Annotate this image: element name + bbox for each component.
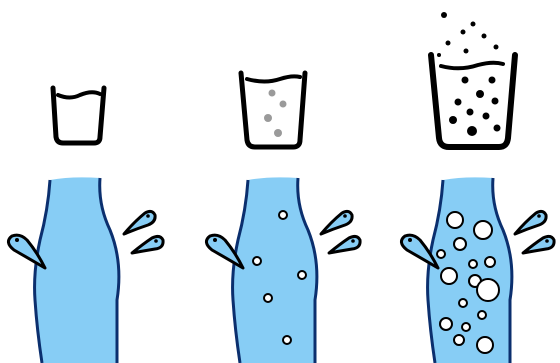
particle	[492, 98, 499, 105]
particle	[483, 113, 490, 120]
stream-vessel-3	[428, 177, 515, 363]
sediment-particle	[269, 90, 276, 97]
particle	[437, 53, 441, 57]
bubble	[253, 257, 261, 265]
bubble	[279, 211, 287, 219]
stream-vessel-1	[35, 177, 122, 363]
glass-medium	[241, 73, 305, 147]
sediment-particle	[280, 101, 287, 108]
sediment-particle	[264, 114, 272, 122]
bubble	[469, 260, 477, 268]
glass-small	[53, 88, 104, 143]
particle	[455, 99, 462, 106]
bubble	[477, 337, 493, 353]
bubble	[454, 238, 466, 250]
glass-large	[431, 55, 515, 147]
particle	[441, 12, 447, 18]
bubble	[437, 250, 445, 258]
particle	[471, 22, 476, 27]
particle	[467, 109, 474, 116]
bubble	[441, 268, 457, 284]
bubble	[477, 279, 499, 301]
particle	[462, 77, 469, 84]
particle	[494, 45, 499, 50]
particle	[449, 116, 457, 124]
bubble	[440, 318, 452, 330]
sediment-particle	[274, 129, 282, 137]
droplet-right-lower	[523, 236, 554, 253]
panel-stage-1	[8, 88, 163, 363]
particle	[446, 41, 451, 46]
bubble	[485, 257, 495, 267]
particle	[464, 49, 469, 54]
droplet-right-upper	[124, 211, 155, 234]
bubble	[459, 299, 467, 307]
bubble	[462, 323, 470, 331]
bubble	[474, 221, 492, 239]
bubble	[478, 311, 486, 319]
glass-sediment	[264, 90, 287, 138]
droplet-right-lower	[132, 236, 163, 253]
droplet-right-upper	[515, 211, 546, 234]
stream-vessel-2	[233, 177, 320, 363]
bubble	[264, 294, 272, 302]
bubble	[283, 336, 291, 344]
bubble	[447, 212, 463, 228]
glass-rim-surface	[441, 63, 503, 69]
glass-body	[241, 73, 305, 147]
bubble	[298, 271, 306, 279]
particle	[482, 34, 487, 39]
glass-particles	[449, 77, 501, 137]
particle	[476, 90, 484, 98]
glass-rim-surface	[247, 76, 300, 81]
particle	[494, 125, 501, 132]
droplet-right-lower	[329, 236, 360, 253]
bubble	[454, 335, 464, 345]
panel-stage-2	[206, 73, 360, 363]
particle	[467, 126, 477, 136]
escaping-particles	[437, 12, 499, 57]
particle	[461, 30, 466, 35]
particle	[489, 77, 496, 84]
droplet-right-upper	[321, 211, 352, 234]
panel-stage-3	[401, 12, 554, 363]
glass-rim-surface	[58, 92, 100, 97]
